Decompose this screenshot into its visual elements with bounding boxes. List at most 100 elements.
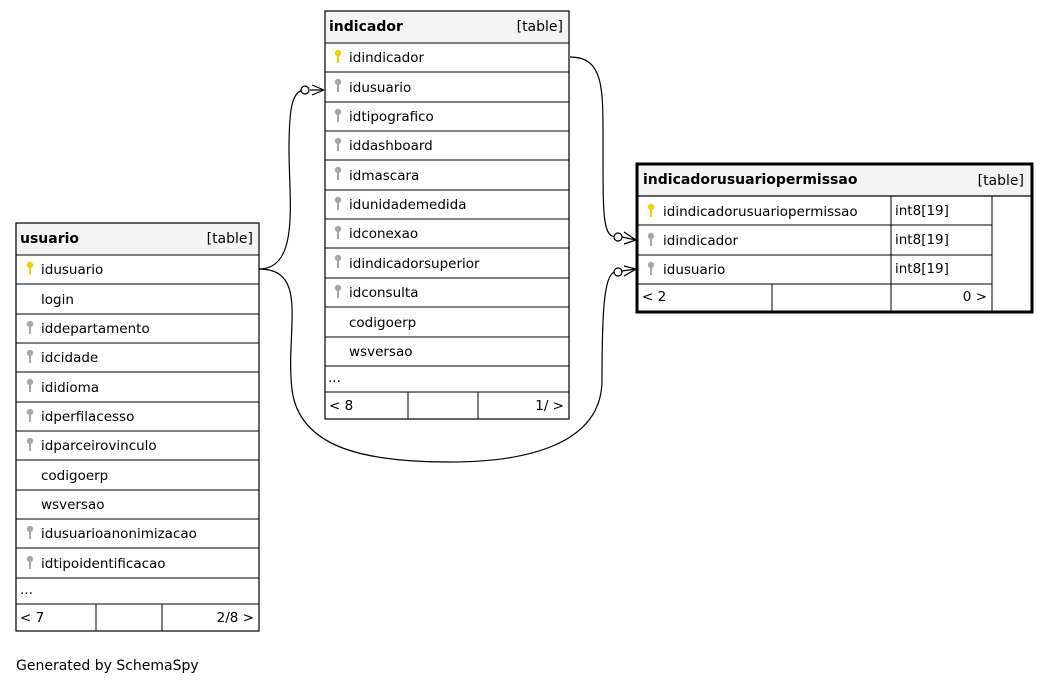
table-row[interactable]: codigoerp bbox=[41, 468, 108, 484]
table-row[interactable]: iddashboard bbox=[334, 137, 433, 154]
column-name: idindicador bbox=[663, 233, 738, 249]
foreign-key-icon bbox=[26, 525, 34, 539]
optional-marker-iup-idusuario bbox=[613, 267, 623, 277]
column-name: idmascara bbox=[349, 168, 419, 184]
column-name: ididioma bbox=[41, 380, 99, 396]
foreign-key-icon bbox=[26, 320, 34, 334]
table-usuario-border bbox=[15, 222, 260, 632]
column-name: codigoerp bbox=[41, 468, 108, 484]
foreign-key-icon bbox=[26, 408, 34, 422]
column-name: idtipoidentificacao bbox=[41, 556, 166, 572]
relationship-circles bbox=[300, 85, 623, 277]
column-name: iddepartamento bbox=[41, 321, 150, 337]
foreign-key-icon bbox=[647, 232, 655, 246]
primary-key-icon bbox=[334, 49, 342, 63]
column-name: idcidade bbox=[41, 350, 98, 366]
table-row[interactable]: codigoerp bbox=[349, 315, 416, 331]
column-type: int8[19] bbox=[895, 203, 949, 219]
column-name: iddashboard bbox=[349, 138, 433, 154]
more-columns-ellipsis[interactable]: ... bbox=[328, 370, 341, 386]
table-row[interactable]: idconsulta bbox=[334, 284, 419, 301]
table-indicador-border bbox=[324, 10, 570, 420]
column-name: idusuario bbox=[663, 262, 725, 278]
column-name: idusuario bbox=[349, 80, 411, 96]
column-name: idusuario bbox=[41, 262, 103, 278]
table-row[interactable]: idindicadorsuperior bbox=[334, 254, 480, 272]
more-columns-ellipsis[interactable]: ... bbox=[20, 582, 33, 598]
table-indicadorusuariopermissao[interactable]: indicadorusuariopermissao [table] idindi… bbox=[635, 162, 1034, 314]
generated-by-footer: Generated by SchemaSpy bbox=[16, 658, 199, 674]
table-row[interactable]: idtipografico bbox=[334, 108, 434, 125]
column-name: idperfilacesso bbox=[41, 409, 134, 425]
children-count[interactable]: 2/8 > bbox=[217, 610, 254, 626]
foreign-key-icon bbox=[334, 108, 342, 122]
foreign-key-icon bbox=[26, 349, 34, 363]
rel-usuario-indicador bbox=[258, 89, 306, 270]
table-row[interactable]: wsversao bbox=[349, 344, 413, 360]
table-row[interactable]: iddepartamento bbox=[26, 320, 150, 337]
table-row[interactable]: idconexao bbox=[334, 225, 418, 242]
column-name: idconsulta bbox=[349, 285, 418, 301]
table-row[interactable]: idcidade bbox=[26, 349, 98, 366]
table-usuario-header-bg bbox=[16, 223, 259, 255]
foreign-key-icon bbox=[334, 196, 342, 210]
parents-count[interactable]: < 8 bbox=[329, 398, 353, 414]
crowsfoot-iup-idusuario bbox=[621, 265, 637, 277]
foreign-key-icon bbox=[334, 78, 342, 92]
table-usuario-tag: [table] bbox=[207, 231, 253, 247]
parents-count[interactable]: < 7 bbox=[20, 610, 44, 626]
foreign-key-icon bbox=[334, 284, 342, 298]
table-row[interactable]: idindicadorusuariopermissao int8[19] bbox=[647, 203, 949, 220]
foreign-key-icon bbox=[334, 254, 342, 268]
table-iup-border bbox=[635, 162, 1034, 314]
optional-marker-iup-idindicador bbox=[613, 232, 623, 242]
table-row[interactable]: idparceirovinculo bbox=[26, 437, 157, 454]
column-name: idindicador bbox=[349, 50, 424, 66]
column-type: int8[19] bbox=[895, 232, 949, 248]
column-name: idusuarioanonimizacao bbox=[41, 526, 197, 542]
table-row[interactable]: idusuario bbox=[26, 261, 104, 278]
column-name: codigoerp bbox=[349, 315, 416, 331]
table-row[interactable]: idperfilacesso bbox=[26, 408, 135, 425]
table-row[interactable]: idtipoidentificacao bbox=[26, 555, 166, 572]
table-row[interactable]: idusuario bbox=[334, 78, 412, 96]
table-indicador[interactable]: indicador [table] idindicador idusuario … bbox=[324, 10, 570, 420]
table-indicador-tag: [table] bbox=[517, 19, 563, 35]
table-row[interactable]: idindicador bbox=[334, 49, 425, 66]
column-name: idindicadorsuperior bbox=[349, 256, 480, 272]
children-count[interactable]: 0 > bbox=[963, 289, 987, 305]
primary-key-icon bbox=[647, 203, 655, 217]
table-row[interactable]: idindicador int8[19] bbox=[647, 232, 949, 249]
table-row[interactable]: wsversao bbox=[41, 497, 105, 513]
table-usuario[interactable]: usuario [table] idusuario login iddepart… bbox=[15, 222, 260, 632]
table-row[interactable]: idunidademedida bbox=[334, 196, 467, 213]
table-indicador-title[interactable]: indicador bbox=[329, 19, 403, 35]
column-name: idunidademedida bbox=[349, 197, 467, 213]
table-iup-title[interactable]: indicadorusuariopermissao bbox=[643, 172, 858, 188]
foreign-key-icon bbox=[26, 437, 34, 451]
table-row[interactable]: idusuarioanonimizacao bbox=[26, 525, 197, 542]
optional-marker-indicador-idusuario bbox=[300, 85, 310, 95]
column-name: login bbox=[41, 292, 74, 308]
table-row[interactable]: idmascara bbox=[334, 166, 419, 184]
column-name: idconexao bbox=[349, 226, 418, 242]
column-name: wsversao bbox=[41, 497, 105, 513]
foreign-key-icon bbox=[334, 137, 342, 151]
crowsfoot-indicador-idusuario bbox=[310, 84, 325, 96]
column-name: wsversao bbox=[349, 344, 413, 360]
table-row[interactable]: ididioma bbox=[26, 378, 99, 396]
table-iup-tag: [table] bbox=[978, 173, 1024, 189]
column-name: idparceirovinculo bbox=[41, 438, 157, 454]
crowsfoot-iup-idindicador bbox=[621, 231, 637, 245]
foreign-key-icon bbox=[647, 261, 655, 275]
children-count[interactable]: 1/ > bbox=[535, 398, 564, 414]
parents-count[interactable]: < 2 bbox=[642, 289, 666, 305]
foreign-key-icon bbox=[26, 555, 34, 569]
table-row[interactable]: login bbox=[41, 292, 74, 308]
table-indicador-header-bg bbox=[325, 11, 569, 43]
table-usuario-title[interactable]: usuario bbox=[20, 231, 79, 247]
rel-usuario-iup bbox=[258, 268, 618, 463]
table-row[interactable]: idusuario int8[19] bbox=[647, 261, 949, 278]
foreign-key-icon bbox=[26, 378, 34, 392]
